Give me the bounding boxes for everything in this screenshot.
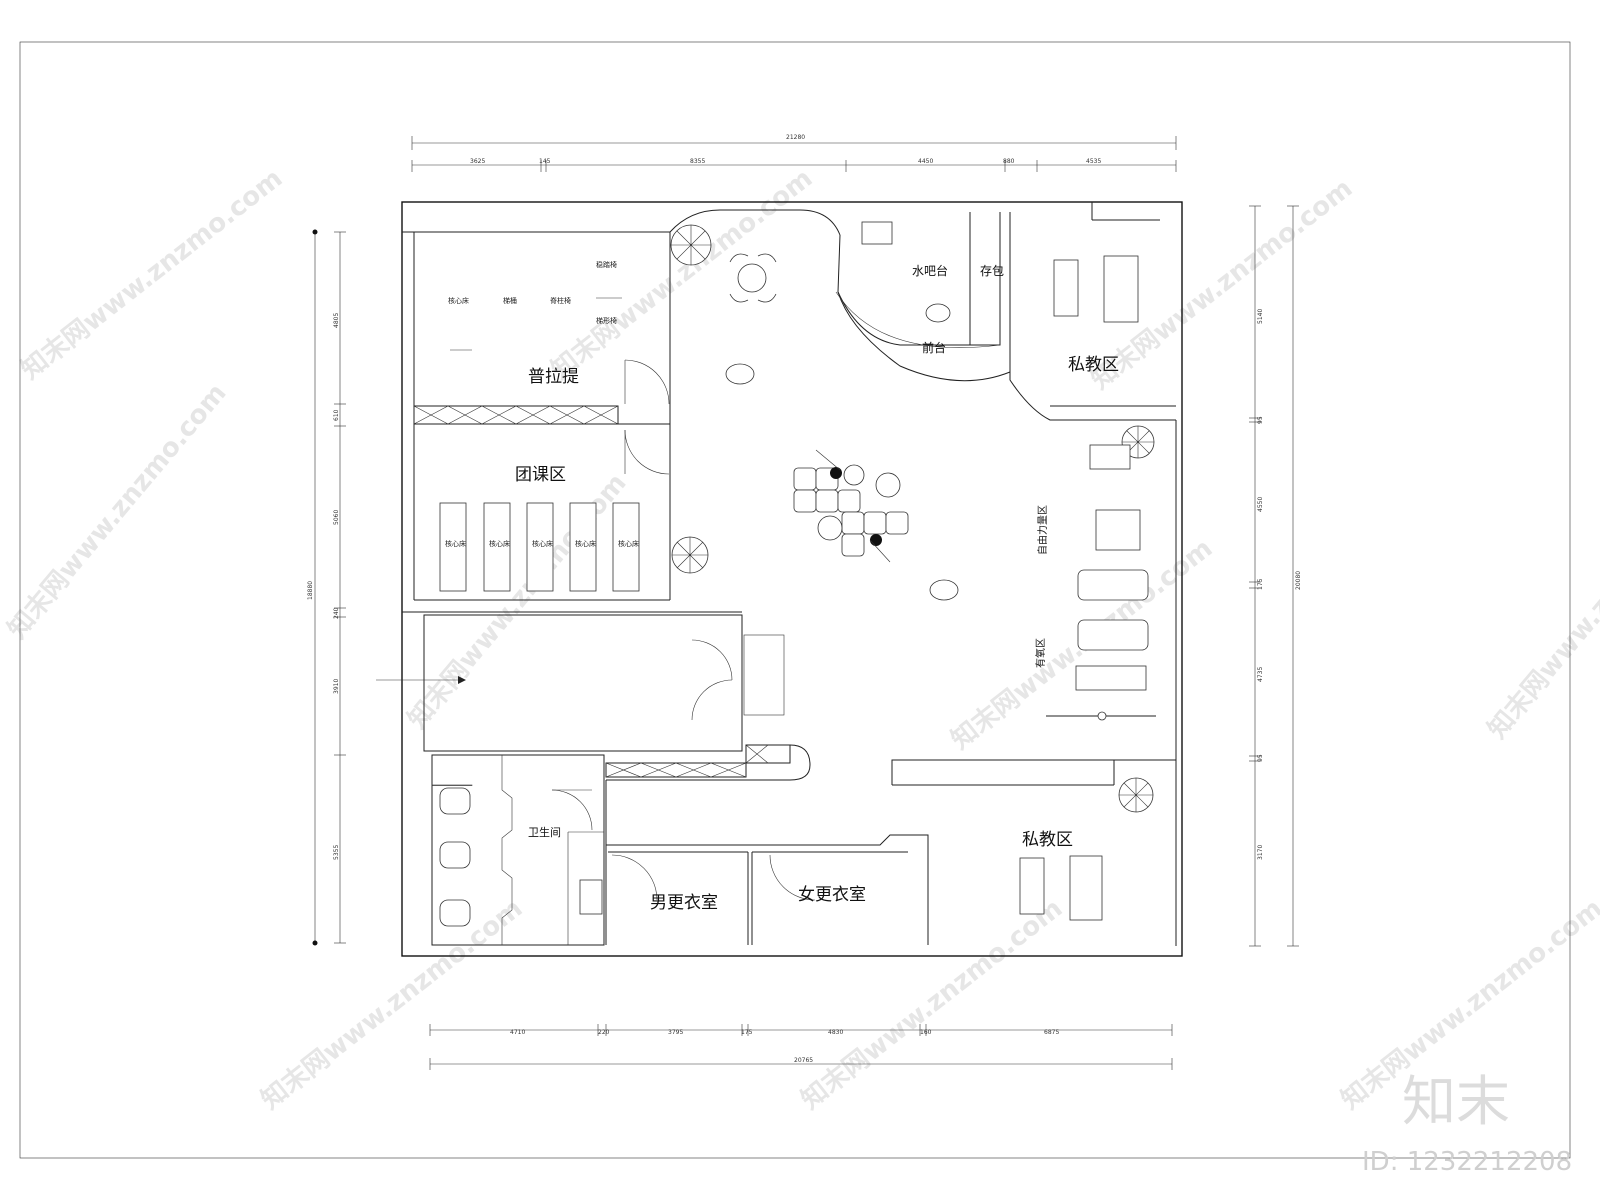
dim-right-seg: 3170 (1257, 845, 1264, 860)
equip-label: 核心床 (448, 296, 469, 305)
dim-left-total: 18880 (307, 581, 314, 600)
toilet-icon (439, 787, 471, 815)
building-walls (376, 201, 1183, 957)
dim-right-total: 20080 (1295, 571, 1302, 590)
room-label-restroom: 卫生间 (528, 825, 561, 839)
sheet-frame (19, 41, 1571, 1159)
dim-top-seg: 8355 (690, 158, 705, 165)
dim-right-seg: 175 (1257, 578, 1264, 590)
watermark-layer: 知末网www.znzmo.com 知末网www.znzmo.com 知末网www… (2, 163, 1600, 1115)
dim-left-seg: 5355 (333, 845, 340, 860)
dim-top-seg: 880 (1003, 158, 1015, 165)
room-label-private-bottom: 私教区 (1022, 830, 1073, 850)
training-bench (1053, 259, 1079, 317)
dim-top-seg: 145 (539, 158, 551, 165)
core-bed (439, 502, 467, 592)
core-bed (526, 502, 554, 592)
dim-right-seg: 5140 (1257, 309, 1264, 324)
toilet-icon (439, 841, 471, 869)
room-label-free-weights: 自由力量区 (1036, 505, 1049, 555)
core-bed-label: 核心床 (575, 539, 596, 548)
dimension-bottom: 4710 220 3795 175 4830 160 6875 20765 (429, 1024, 1173, 1070)
dim-right-seg: 95 (1257, 754, 1264, 762)
person-icon (929, 579, 959, 601)
core-bed (569, 502, 597, 592)
image-id: ID: 1232212208 (1362, 1147, 1572, 1177)
dim-bottom-seg: 4830 (828, 1029, 843, 1036)
furniture (439, 221, 1156, 927)
core-bed-label: 核心床 (532, 539, 553, 548)
dim-left-seg: 240 (333, 607, 340, 619)
treadmill-icon (1077, 619, 1149, 651)
room-label-pilates: 普拉提 (528, 367, 579, 387)
round-table (737, 263, 767, 293)
dim-bottom-seg: 160 (920, 1029, 932, 1036)
equip-label: 稳踏椅 (596, 260, 617, 269)
equip-label: 梯形椅 (596, 316, 617, 325)
dim-top-seg: 3625 (470, 158, 485, 165)
dim-right-seg: 4735 (1257, 667, 1264, 682)
dim-bottom-total: 20765 (794, 1057, 813, 1064)
dim-right-seg: 4550 (1257, 497, 1264, 512)
room-label-front-desk: 前台 (922, 340, 946, 355)
training-bench (1069, 855, 1103, 921)
dim-bottom-seg: 220 (598, 1029, 610, 1036)
equip-label: 脊柱椅 (550, 296, 571, 305)
core-bed-label: 核心床 (445, 539, 466, 548)
room-label-cardio: 有氧区 (1034, 638, 1047, 668)
dim-bottom-seg: 3795 (668, 1029, 683, 1036)
treadmill-icon (1077, 569, 1149, 601)
dim-left-seg: 5060 (333, 510, 340, 525)
brand-logo-text: 知末 (1402, 1070, 1510, 1133)
partition-wall (605, 762, 747, 778)
watermark-text: 知末网www.znzmo.com (402, 468, 632, 734)
room-label-bag-storage: 存包 (980, 264, 1004, 278)
training-bench (1103, 255, 1139, 323)
dim-top-total: 21280 (786, 134, 805, 141)
corridor-block (423, 614, 743, 752)
room-labels: 普拉提 团课区 水吧台 存包 前台 私教区 私教区 自由力量区 有氧区 卫生间 … (445, 260, 1119, 913)
weight-machine (1095, 509, 1141, 551)
core-bed-label: 核心床 (489, 539, 510, 548)
watermark-text: 知末网www.znzmo.com (796, 893, 1068, 1115)
dimension-left: 18880 4805 610 5060 240 3910 5355 (307, 229, 346, 946)
dim-right-seg: 95 (1257, 416, 1264, 424)
dim-bottom-seg: 6875 (1044, 1029, 1059, 1036)
room-label-group-class: 团课区 (515, 465, 566, 485)
dim-left-seg: 3910 (333, 679, 340, 694)
person-icon (925, 303, 951, 323)
partition-wall (413, 405, 619, 425)
restroom-block (431, 754, 605, 946)
dim-top-seg: 4535 (1086, 158, 1101, 165)
dim-top-seg: 4450 (918, 158, 933, 165)
watermark-text: 知末网www.znzmo.com (16, 163, 288, 385)
room-label-private-top: 私教区 (1068, 355, 1119, 375)
dimension-top: 21280 3625 145 8355 4450 880 4535 (411, 134, 1177, 172)
core-bed (483, 502, 511, 592)
sink-icon (861, 221, 893, 245)
training-bench (1019, 857, 1045, 915)
watermark-text: 知末网www.znzmo.com (2, 378, 232, 644)
sink-icon (579, 879, 603, 915)
person-icon (725, 363, 755, 385)
dimension-right: 5140 95 4550 175 4735 95 3170 20080 (1249, 205, 1302, 947)
watermark-text: 知末网www.znzmo.com (546, 163, 818, 385)
dim-left-seg: 610 (333, 409, 340, 421)
dim-left-seg: 4805 (333, 313, 340, 328)
watermark-text: 知末网www.znzmo.com (256, 893, 528, 1115)
room-label-womens-locker: 女更衣室 (798, 885, 866, 905)
equip-label: 梯桶 (503, 296, 517, 305)
room-label-water-bar: 水吧台 (912, 263, 948, 278)
watermark-text: 知末网www.znzmo.com (1482, 478, 1600, 744)
cardio-machine (1075, 665, 1147, 691)
dim-bottom-seg: 4710 (510, 1029, 525, 1036)
core-bed (612, 502, 640, 592)
core-bed-label: 核心床 (618, 539, 639, 548)
room-label-mens-locker: 男更衣室 (650, 893, 718, 913)
toilet-icon (439, 899, 471, 927)
dim-bottom-seg: 175 (741, 1029, 753, 1036)
weight-machine (1089, 444, 1131, 470)
